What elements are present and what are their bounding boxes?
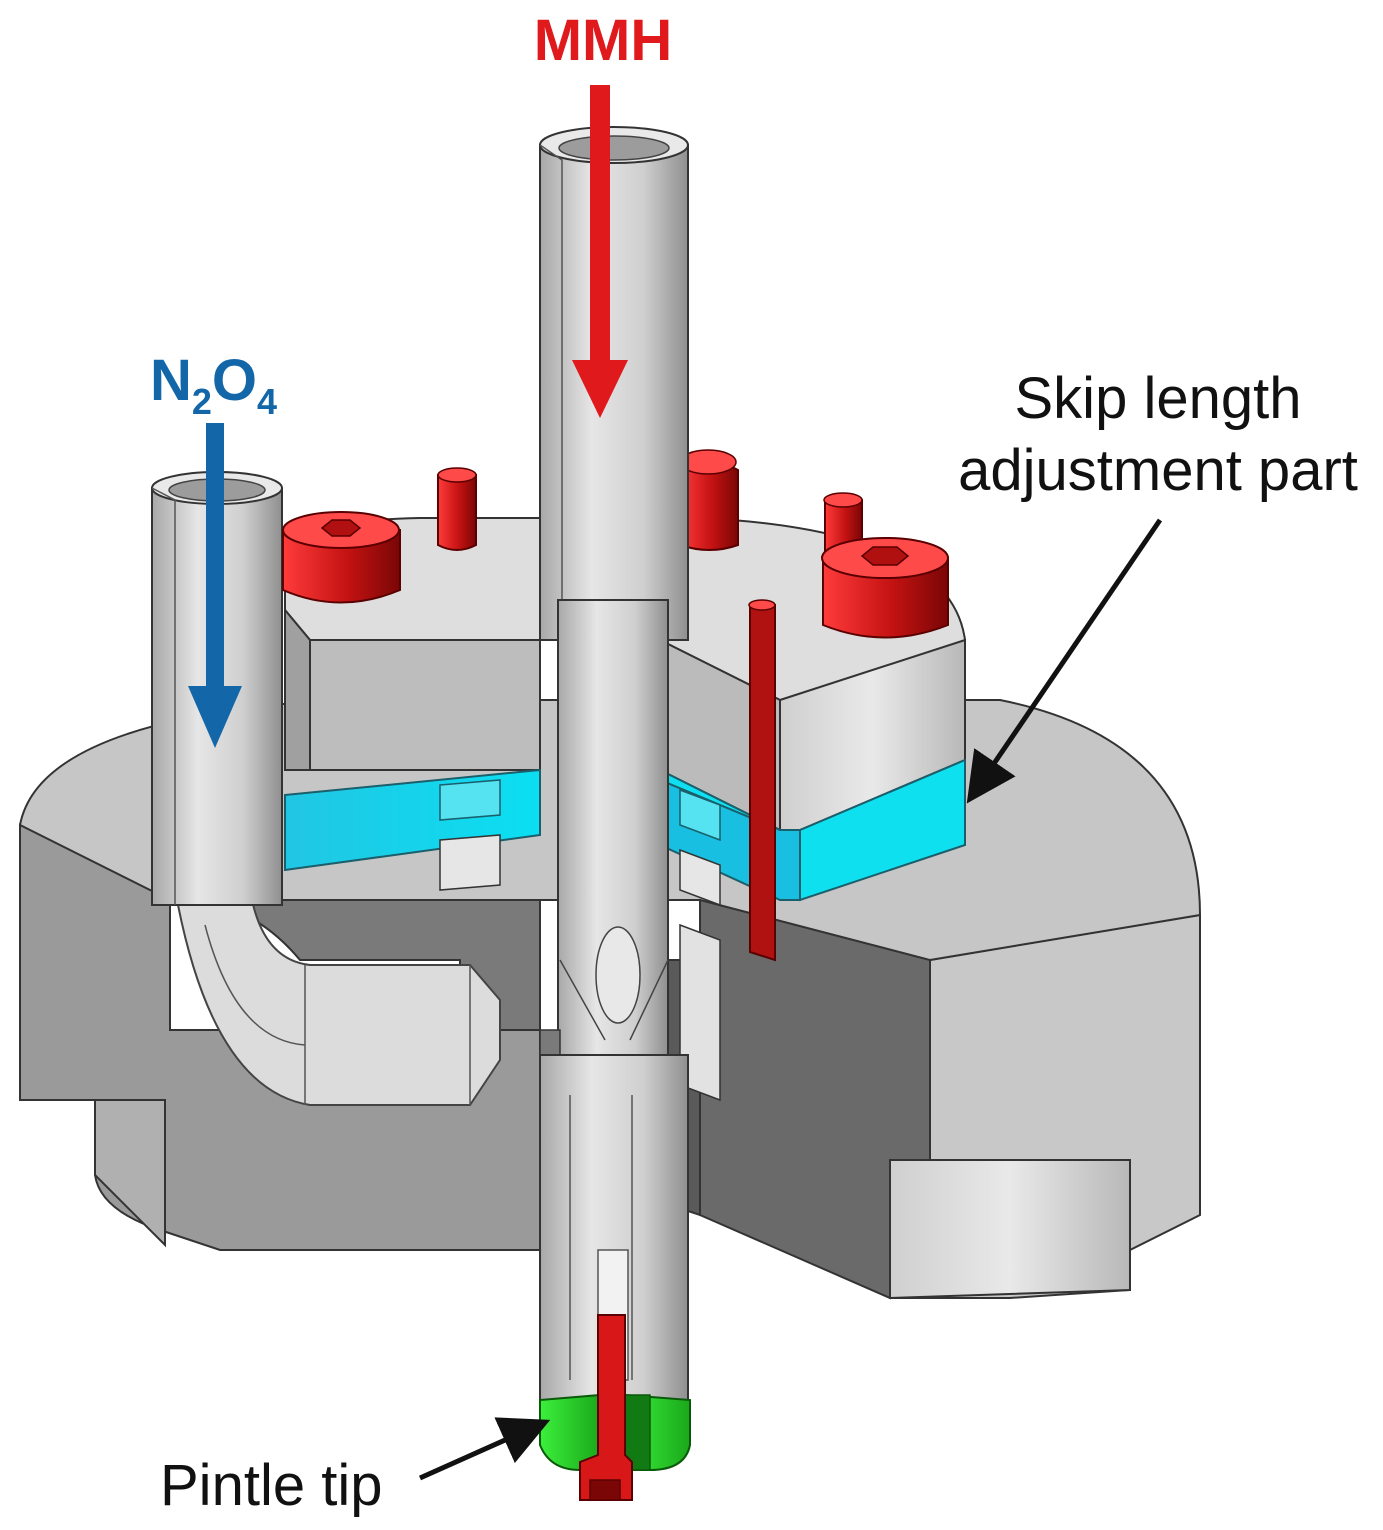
pintle-tip [539, 1393, 691, 1471]
pintle-tip-label: Pintle tip [160, 1453, 382, 1518]
bolts [282, 449, 949, 962]
n2o4-label-sub-2: 2 [192, 381, 212, 422]
cap-slots [439, 834, 721, 1102]
mmh-label: MMH [534, 8, 673, 73]
n2o4-label: N2O4 [150, 348, 277, 422]
n2o4-label-n: N [150, 348, 192, 413]
n2o4-label-o: O [212, 348, 257, 413]
fuel-tube [539, 126, 689, 1421]
pintle-tip-leader-arrow [418, 1417, 551, 1481]
bolt-left [282, 511, 401, 604]
skip-length-label-line2: adjustment part [958, 438, 1358, 503]
n2o4-label-sub-4: 4 [257, 381, 277, 422]
skip-length-leader-arrow [966, 518, 1163, 804]
pin-left [437, 467, 477, 551]
oxidizer-flow-arrow [188, 423, 242, 748]
dowel-rod [748, 599, 776, 962]
bolt-right [821, 537, 949, 639]
inner-fuel-rod [579, 1314, 633, 1501]
bolt-back [679, 449, 739, 551]
skip-length-label-line1: Skip length [1015, 366, 1302, 431]
fuel-flow-arrow [572, 85, 628, 418]
